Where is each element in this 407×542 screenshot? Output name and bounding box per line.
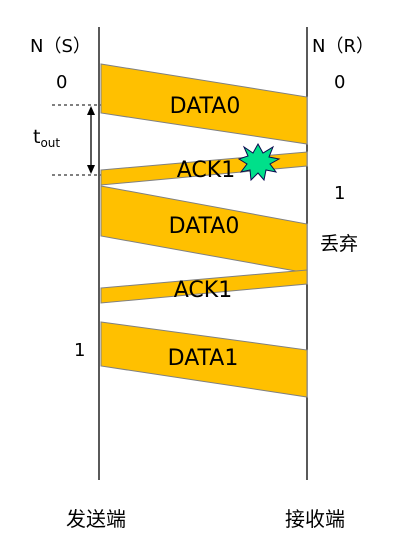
frame-data1-label: DATA1 — [168, 346, 239, 371]
frame-data0-retransmit-label: DATA0 — [169, 214, 240, 239]
frame-ack1 — [100, 269, 308, 304]
sender-footer: 发送端 — [66, 507, 126, 531]
sender-seq-later: 1 — [74, 340, 85, 361]
loss-burst-icon — [237, 142, 281, 182]
receiver-footer: 接收端 — [285, 507, 345, 531]
receiver-seq-initial: 0 — [334, 72, 345, 93]
frame-data1 — [100, 321, 308, 398]
receiver-discard-label: 丢弃 — [320, 233, 358, 255]
frame-ack1-lost-label: ACK1 — [177, 158, 235, 183]
frame-ack1-label: ACK1 — [174, 278, 232, 303]
receiver-header: N（R） — [312, 36, 374, 57]
sender-seq-initial: 0 — [56, 72, 67, 93]
frame-data0-first-label: DATA0 — [170, 94, 241, 119]
receiver-seq-later: 1 — [334, 183, 345, 204]
timeout-arrow-head-down — [87, 165, 95, 174]
timeout-arrow-head-up — [87, 106, 95, 115]
sender-header: N（S） — [30, 36, 91, 57]
timeout-label: tout — [33, 126, 60, 150]
frame-data0-first — [100, 63, 308, 145]
